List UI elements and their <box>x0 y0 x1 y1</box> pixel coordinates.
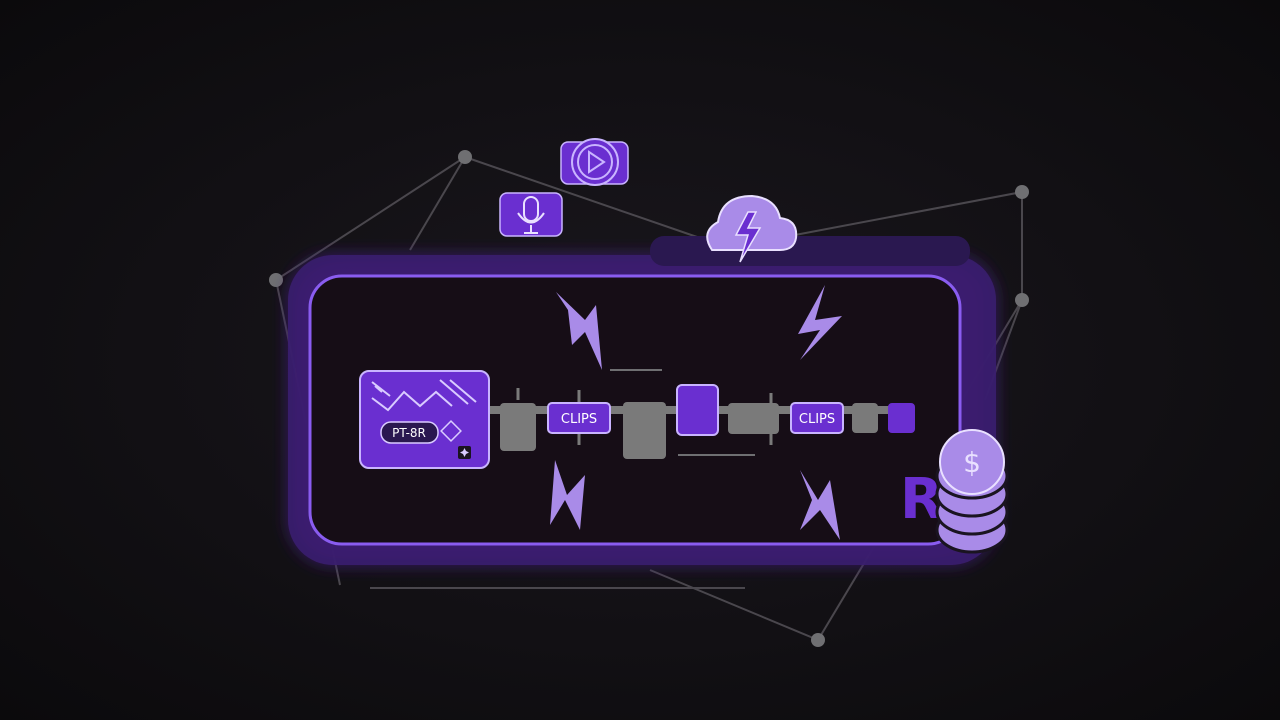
badge-label: PT-8R <box>392 426 426 440</box>
network-node <box>811 633 825 647</box>
frame-tab <box>650 236 970 266</box>
network-node <box>269 273 283 287</box>
clip-block-gray <box>728 403 779 434</box>
clips-text: CLIPS <box>799 412 835 427</box>
lightning-bolt-icon <box>550 285 842 540</box>
waveform-card[interactable]: PT-8R <box>359 370 490 469</box>
network-node <box>458 150 472 164</box>
clips-label-2[interactable]: CLIPS <box>790 402 844 434</box>
clip-block-gray <box>500 403 536 451</box>
cloud-lightning-icon[interactable] <box>706 194 798 263</box>
sparkle-glyph <box>460 448 469 457</box>
coin-symbol: $ <box>963 446 981 479</box>
network-nodes <box>269 150 1029 647</box>
microphone-icon[interactable] <box>499 192 563 237</box>
clips-text: CLIPS <box>561 412 597 427</box>
clips-label-1[interactable]: CLIPS <box>547 402 611 434</box>
network-node <box>1015 293 1029 307</box>
timeline-blocks <box>500 384 915 459</box>
network-node <box>1015 185 1029 199</box>
clip-block-purple <box>676 384 719 436</box>
clip-block-gray <box>852 403 878 433</box>
play-icon[interactable] <box>560 138 629 186</box>
waveform-icon <box>371 379 477 412</box>
diamond-icon <box>440 420 462 442</box>
clip-block-purple <box>888 403 915 433</box>
clip-block-gray <box>623 402 666 459</box>
coin-stack-icon <box>935 429 1009 554</box>
badge-pill <box>380 421 439 444</box>
